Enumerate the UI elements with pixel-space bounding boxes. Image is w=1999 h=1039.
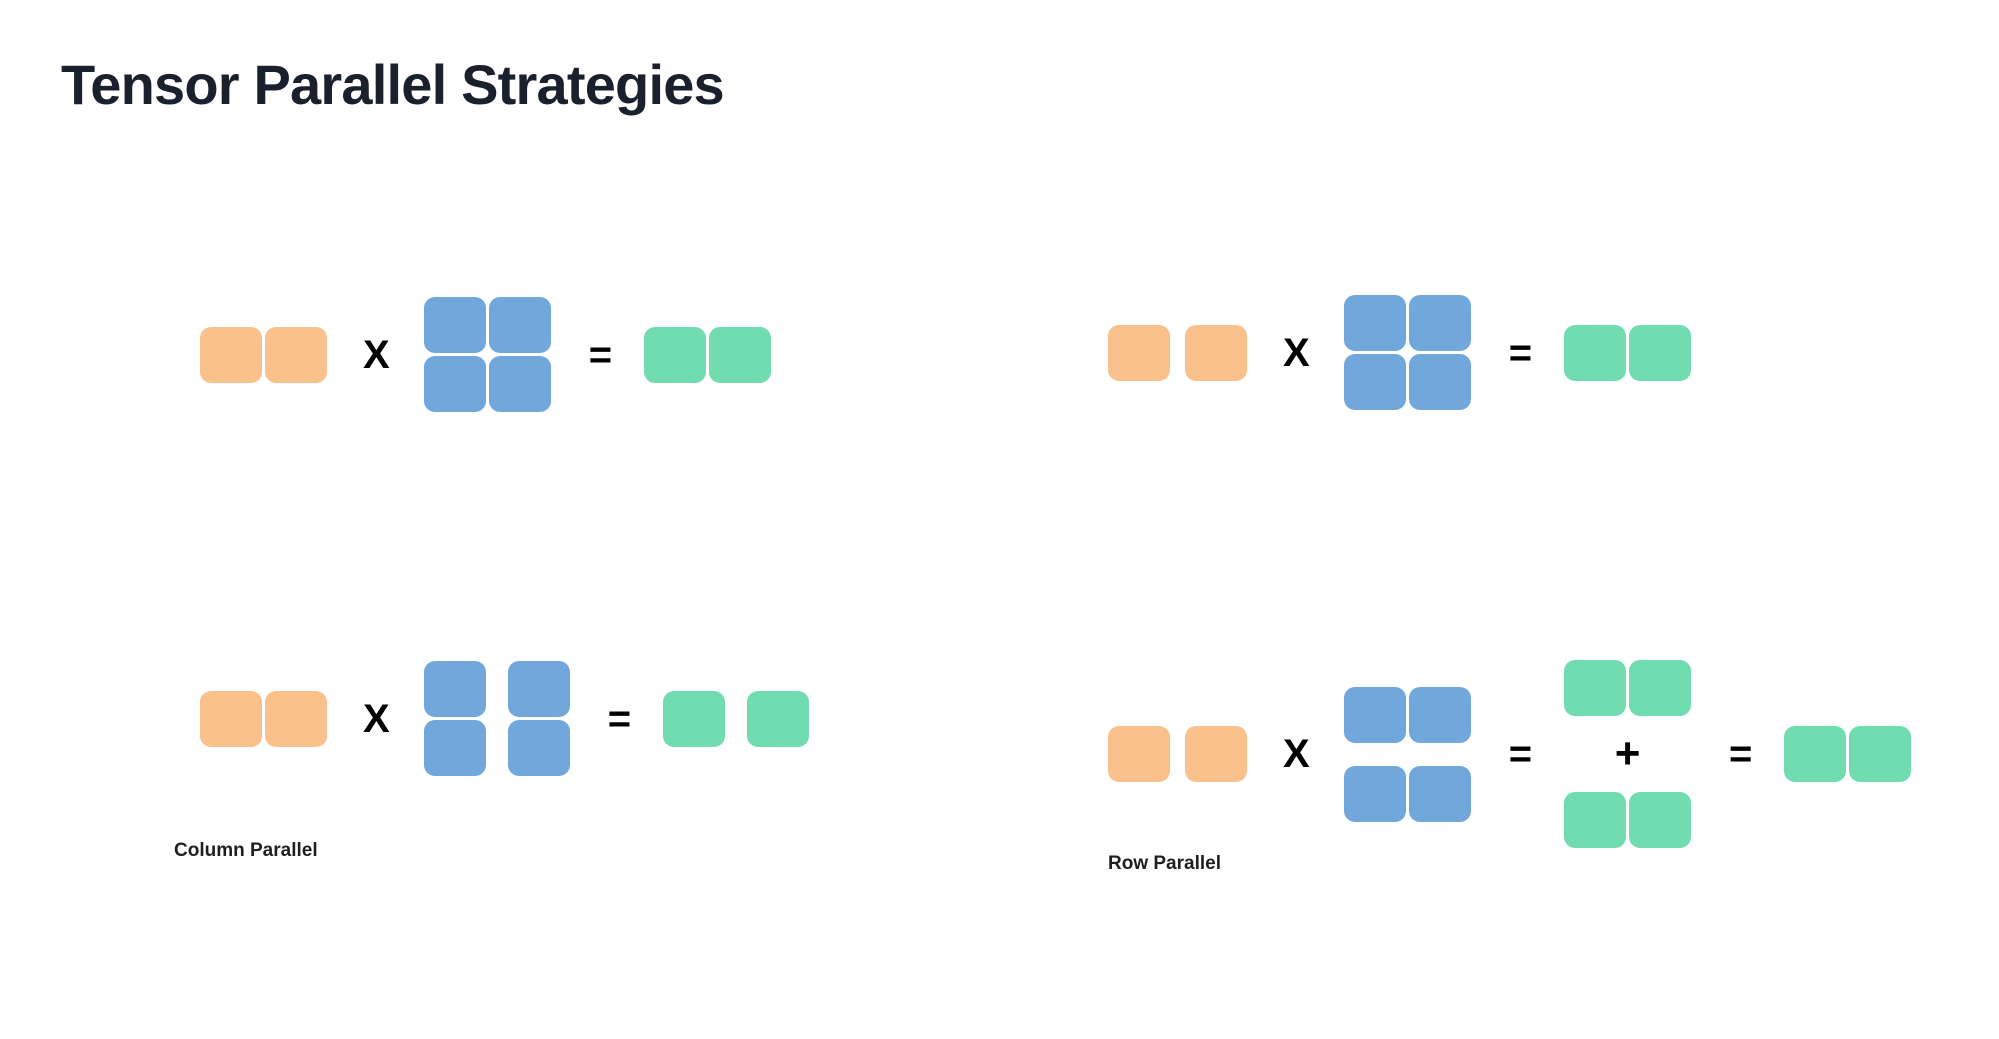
multiply-operator: X	[363, 332, 390, 377]
input-matrix-orange	[200, 326, 327, 383]
matrix-cell	[1408, 354, 1471, 410]
matrix-cell	[488, 356, 551, 412]
equals-operator: =	[588, 332, 613, 377]
caption-row-parallel: Row Parallel	[1108, 853, 1221, 874]
output-matrix-green	[1564, 324, 1692, 381]
matrix-cell	[265, 326, 327, 383]
matrix-cell	[1564, 660, 1627, 716]
page-title: Tensor Parallel Strategies	[61, 53, 725, 116]
diagram-column-parallel-full: X =	[200, 297, 772, 412]
matrix-cell	[1564, 792, 1627, 848]
matrix-cell	[423, 720, 486, 776]
diagram-row-parallel: X = + =	[1108, 660, 1912, 848]
equals-operator: =	[1729, 732, 1753, 776]
matrix-cell	[1784, 726, 1847, 782]
matrix-cell	[1849, 726, 1912, 782]
input-matrix-orange	[1108, 726, 1247, 782]
matrix-cell	[1185, 726, 1247, 782]
multiply-operator: X	[363, 696, 390, 741]
matrix-cell	[265, 690, 327, 747]
matrix-cell	[1108, 324, 1170, 381]
output-matrix-green	[644, 326, 772, 383]
caption-column-parallel: Column Parallel	[174, 840, 318, 861]
weight-matrix-blue	[1343, 295, 1471, 410]
matrix-cell	[507, 720, 570, 776]
matrix-cell	[1408, 765, 1471, 822]
matrix-cell	[1108, 726, 1170, 782]
plus-operator: +	[1614, 729, 1641, 778]
matrix-cell	[423, 356, 486, 412]
input-matrix-orange	[200, 690, 327, 747]
matrix-cell	[1343, 765, 1406, 822]
matrix-cell	[1629, 660, 1692, 716]
output-matrix-green	[1784, 726, 1912, 782]
matrix-cell	[423, 661, 486, 717]
matrix-cell	[1343, 686, 1406, 743]
matrix-cell	[1343, 354, 1406, 410]
matrix-cell	[423, 297, 486, 353]
partial-output-matrix-green	[1564, 660, 1692, 716]
partial-sum-group: +	[1564, 660, 1692, 848]
matrix-cell	[1629, 324, 1692, 381]
matrix-cell	[747, 690, 810, 747]
multiply-operator: X	[1283, 732, 1310, 776]
equals-operator: =	[1508, 732, 1533, 776]
matrix-cell	[1629, 792, 1692, 848]
output-matrix-green-column-split	[663, 690, 810, 747]
partial-output-matrix-green	[1564, 792, 1692, 848]
matrix-cell	[488, 297, 551, 353]
equals-operator: =	[607, 696, 632, 741]
matrix-cell	[1408, 686, 1471, 743]
matrix-cell	[1343, 295, 1406, 351]
weight-matrix-blue	[423, 297, 551, 412]
equals-operator: =	[1508, 330, 1533, 375]
diagram-column-parallel: X =	[200, 661, 810, 776]
weight-matrix-blue-column-split	[423, 661, 570, 776]
matrix-cell	[1185, 324, 1247, 381]
input-matrix-orange	[1108, 324, 1247, 381]
multiply-operator: X	[1283, 330, 1310, 375]
matrix-cell	[663, 690, 726, 747]
diagram-row-parallel-full: X =	[1108, 295, 1692, 410]
matrix-cell	[1564, 324, 1627, 381]
matrix-cell	[200, 326, 262, 383]
matrix-cell	[1408, 295, 1471, 351]
matrix-cell	[507, 661, 570, 717]
weight-matrix-blue-row-split	[1343, 686, 1471, 822]
matrix-cell	[200, 690, 262, 747]
matrix-cell	[644, 326, 707, 383]
matrix-cell	[709, 326, 772, 383]
